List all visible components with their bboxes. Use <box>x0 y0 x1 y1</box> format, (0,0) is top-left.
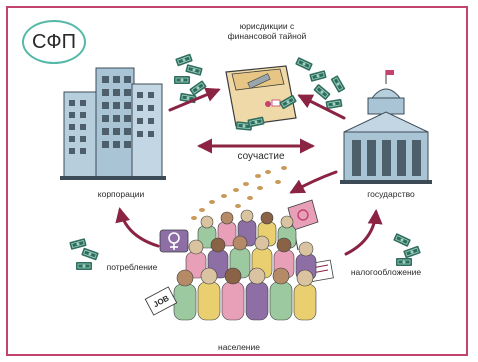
label-population: население <box>218 342 260 352</box>
label-state: государство <box>367 189 415 199</box>
job-sign-icon: JOB <box>144 286 178 316</box>
female-sign-icon <box>159 229 189 253</box>
logo-sfp: СФП <box>22 20 86 64</box>
label-corporations: корпорации <box>97 189 145 199</box>
label-jurisdictions: юрисдикции с финансовой тайной <box>227 21 307 41</box>
briefcase-icon <box>225 65 297 127</box>
arrow-state-to-population <box>289 170 338 194</box>
coins-icon <box>191 166 287 220</box>
government-building-icon <box>340 70 432 184</box>
label-consumption: потребление <box>106 262 158 272</box>
arrow-consumption <box>115 207 160 248</box>
label-complicity: соучастие <box>237 151 285 162</box>
crowd-icon <box>173 209 317 321</box>
logo-text: СФП <box>31 30 77 53</box>
arrow-taxation <box>344 209 383 256</box>
arrow-state-to-jurisdictions <box>297 94 346 120</box>
skyscraper-icon <box>60 67 166 180</box>
label-taxation: налогообложение <box>350 267 422 277</box>
flow-arrows <box>115 87 383 256</box>
arrow-corporations-to-jurisdictions <box>168 87 221 112</box>
